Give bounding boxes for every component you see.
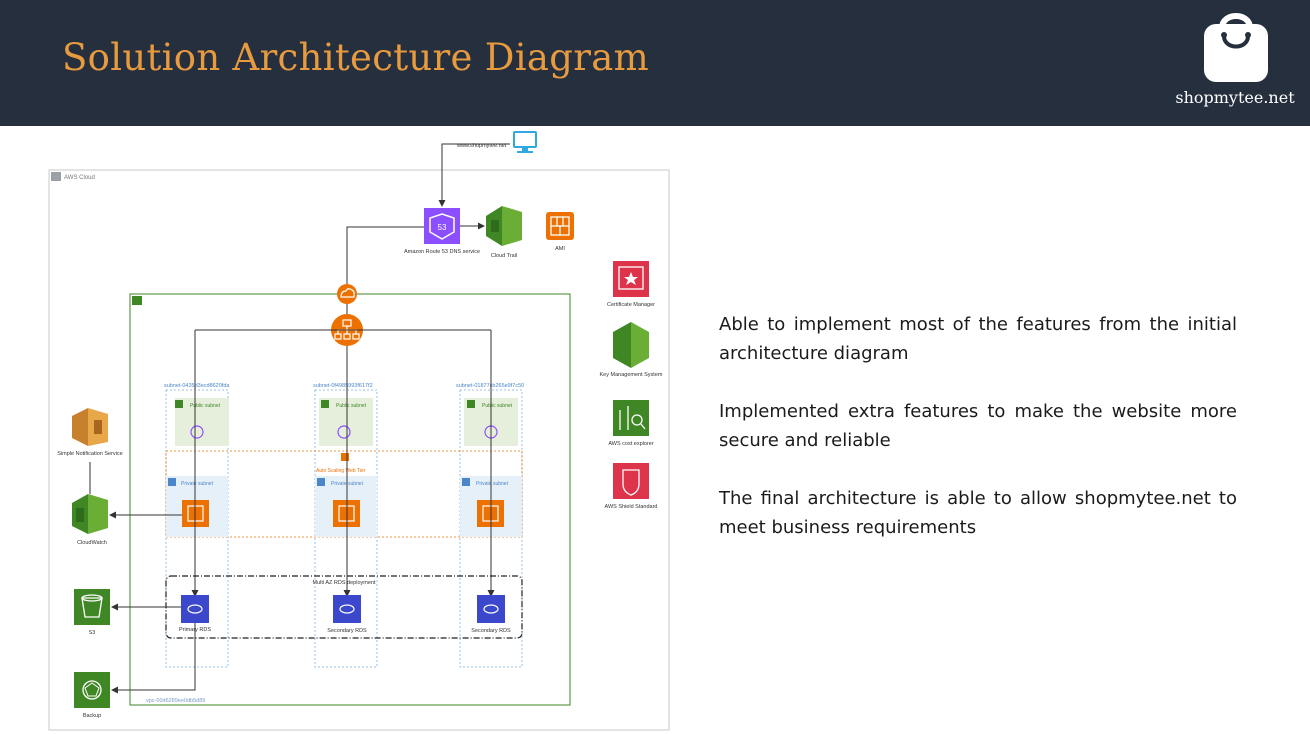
kms-label: Key Management System [600, 372, 663, 378]
secondary-rds-label-2: Secondary RDS [471, 628, 511, 634]
cloudtrail-icon [486, 206, 522, 246]
route53-to-gateway-line [346, 226, 424, 285]
svg-text:53: 53 [438, 223, 447, 232]
aws-cloud-boundary [48, 169, 670, 731]
auto-scaling-icon [341, 453, 349, 461]
shield-icon [613, 463, 649, 499]
kms-icon [613, 322, 649, 368]
rds-to-backup-line [111, 623, 196, 694]
summary-point-2: Implemented extra features to make the w… [719, 401, 1237, 451]
internet-gateway-icon [337, 284, 357, 304]
sns-icon [72, 408, 108, 446]
private-subnet-1: Private subnet [166, 476, 228, 537]
header-bar: Solution Architecture Diagram shopmytee.… [0, 0, 1310, 126]
secondary-rds-icon-2 [477, 595, 505, 623]
certificate-manager-label: Certificate Manager [607, 302, 655, 308]
subnet-id-3: subnet-01877cb265e9f7c50 [456, 383, 524, 389]
domain-label: www.shopmytee.net [456, 143, 507, 149]
summary-text: Able to implement most of the features f… [719, 310, 1237, 571]
desktop-icon [513, 131, 537, 153]
ami-icon [546, 212, 574, 240]
logo-text: shopmytee.net [1175, 88, 1295, 107]
subnet-id-1: subnet-0435d3ecd8620fda [164, 383, 230, 389]
cloudwatch-icon [72, 494, 108, 534]
vpc-icon [132, 296, 142, 305]
subnet-column-2: subnet-0f4985993f617f2 Public subnet [313, 383, 378, 668]
cloudtrail-label: Cloud Trail [491, 253, 517, 259]
backup-icon [74, 672, 110, 708]
public-subnet-label-3: Public subnet [482, 403, 513, 409]
nat-gateway-icon-1 [190, 425, 204, 439]
summary-point-1: Able to implement most of the features f… [719, 314, 1237, 364]
primary-rds-icon [181, 595, 209, 623]
aws-cloud-icon [51, 172, 61, 181]
shield-label: AWS Shield Standard [605, 504, 658, 510]
subnet-id-2: subnet-0f4985993f617f2 [313, 383, 373, 389]
aws-cloud-label: AWS Cloud [64, 175, 95, 181]
shopping-bag-icon [1204, 13, 1268, 82]
multi-az-label: Multi AZ RDS deployment [313, 580, 376, 586]
cost-explorer-icon [613, 400, 649, 436]
s3-label: S3 [89, 630, 96, 636]
user-to-route53-line [438, 143, 510, 207]
svg-text:Private subnet: Private subnet [181, 481, 214, 487]
route53-icon: 53 [424, 208, 460, 244]
cost-explorer-label: AWS cost explorer [608, 441, 654, 447]
ami-label: AMI [555, 246, 565, 252]
secondary-rds-icon-1 [333, 595, 361, 623]
architecture-diagram: AWS Cloud www.shopmytee.net 53 Amazon Ro… [48, 131, 670, 731]
nat-gateway-icon-2 [337, 425, 351, 439]
vpc-id: vpc-00d6289ee0db5d89 [146, 698, 205, 704]
auto-scaling-label: Auto Scaling Web Tier [316, 468, 366, 474]
s3-icon [74, 589, 110, 625]
cloudwatch-label: CloudWatch [77, 540, 107, 546]
backup-label: Backup [83, 713, 101, 719]
page-title: Solution Architecture Diagram [62, 36, 649, 79]
svg-text:Private subnet: Private subnet [476, 481, 509, 487]
route53-label: Amazon Route 53 DNS service [404, 249, 480, 255]
secondary-rds-label-1: Secondary RDS [327, 628, 367, 634]
private-subnet-2: Private subnet [315, 476, 377, 537]
certificate-manager-icon [613, 261, 649, 297]
public-subnet-label-1: Public subnet [190, 403, 221, 409]
summary-point-3: The final architecture is able to allow … [719, 488, 1237, 538]
sns-label: Simple Notification Service [57, 451, 122, 457]
public-subnet-label-2: Public subnet [336, 403, 367, 409]
